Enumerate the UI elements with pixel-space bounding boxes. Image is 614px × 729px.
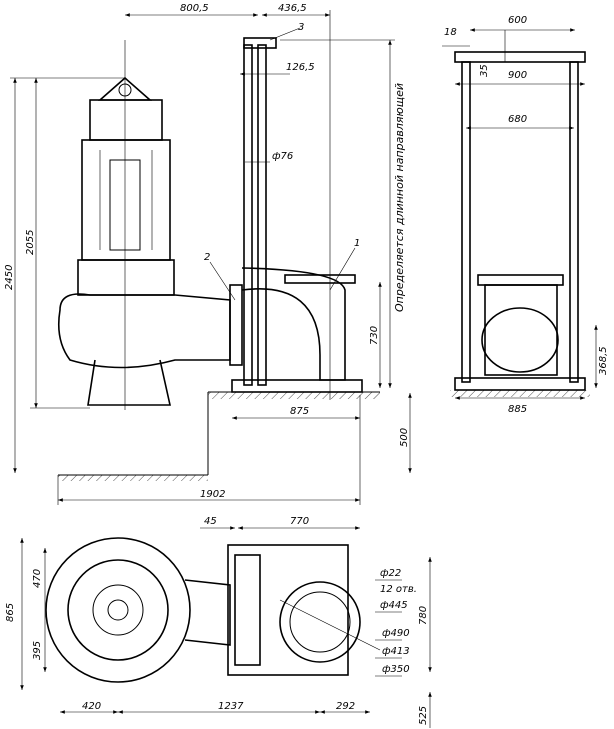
dim-35: 35 [479,64,490,77]
dim-770: 770 [290,516,309,527]
dim-1902: 1902 [200,489,225,500]
dim-126-5: 126,5 [286,62,315,73]
front-base-plate [454,377,586,391]
dim-76: ф76 [272,151,293,162]
dim-525: 525 [418,706,429,725]
callout-2: 2 [204,252,210,263]
dim-470: 470 [32,569,43,588]
dim-900: 900 [508,70,527,81]
dim-18: 18 [444,27,457,38]
dim-420: 420 [82,701,101,712]
guide-rail [243,44,253,386]
flange-note: ф350 [382,664,410,675]
dim-1237: 1237 [218,701,244,712]
dim-2450: 2450 [4,265,15,290]
flange-note: ф490 [382,628,410,639]
flange-note: ф22 [380,568,401,579]
dim-875: 875 [290,406,309,417]
dim-780: 780 [418,606,429,625]
dim-2055: 2055 [25,230,36,255]
dim-436-5: 436,5 [278,3,307,14]
inlet [87,359,171,406]
base-plate-plan [227,544,349,676]
callout-1: 1 [354,238,360,249]
guide-rail-left [461,61,471,383]
discharge-plan [184,579,231,646]
dim-885: 885 [508,404,527,415]
volute [57,293,231,369]
plan-view [20,526,432,728]
elbow-front [484,284,558,376]
dim-395: 395 [32,641,43,660]
flange-note: 12 отв. [380,584,417,595]
motor-housing [81,139,171,261]
dim-730: 730 [369,326,380,345]
dim-368-5: 368,5 [598,346,609,375]
dim-800-5: 800,5 [180,3,209,14]
rail-bracket [243,37,277,49]
dim-680: 680 [508,114,527,125]
motor-top [89,99,163,141]
callout-3: 3 [298,22,304,33]
front-view [442,28,598,400]
discharge-flange [229,284,243,366]
floor-hatch [58,475,208,481]
flange-note: ф413 [382,646,410,657]
dim-500: 500 [399,428,410,447]
side-view [10,10,412,505]
dim-600: 600 [508,15,527,26]
dim-292: 292 [336,701,355,712]
outlet-flange [279,581,361,663]
dim-45: 45 [204,516,217,527]
base-hatch [208,392,380,399]
top-bracket [454,51,586,63]
guide-length-note: Определяется длинной направляющей [393,83,406,312]
seal-housing [77,259,175,296]
base-plate [231,379,363,393]
guide-rail-right [569,61,579,383]
dim-865: 865 [5,603,16,622]
flange-note: ф445 [380,600,408,611]
